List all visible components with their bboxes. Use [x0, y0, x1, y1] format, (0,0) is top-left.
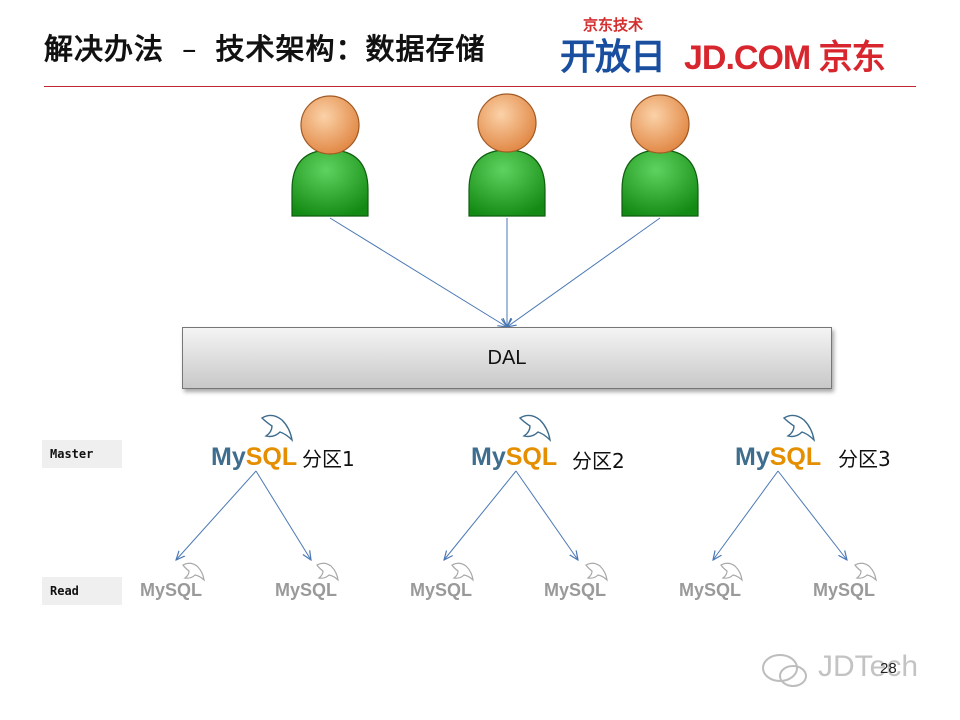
mysql-master-1: MySQL	[211, 443, 297, 472]
mysql-sql: SQL	[165, 580, 203, 600]
slide-title: 解决办法–技术架构：数据存储	[44, 26, 486, 68]
dal-label: DAL	[487, 346, 527, 369]
wechat-icon	[762, 654, 807, 687]
mysql-my: My	[410, 580, 436, 600]
dolphin-icon-read-5	[720, 562, 743, 582]
arrow-p3-read-left	[713, 470, 779, 560]
partition-label-2: 分区2	[572, 449, 625, 473]
dolphin-icon-master-2	[518, 414, 552, 443]
title-divider	[44, 86, 916, 87]
mysql-my: My	[140, 580, 166, 600]
arrow-p2-read-left	[444, 470, 517, 560]
mysql-my: My	[544, 580, 570, 600]
dolphin-icon-read-4	[585, 562, 608, 582]
title-right: 技术架构：数据存储	[215, 32, 486, 66]
title-dash: –	[182, 32, 198, 66]
mysql-my: My	[813, 580, 839, 600]
dal-box: DAL	[182, 327, 832, 389]
row-label-read: Read	[42, 577, 122, 605]
page-number: 28	[880, 660, 897, 677]
user-icon-2	[468, 93, 546, 217]
mysql-read-1: MySQL	[140, 580, 202, 601]
mysql-sql: SQL	[300, 580, 338, 600]
row-label-master: Master	[42, 440, 122, 468]
arrow-user3-dal	[507, 217, 661, 327]
mysql-master-3: MySQL	[735, 443, 821, 472]
arrow-p3-read-right	[777, 470, 847, 560]
dolphin-icon-master-1	[260, 414, 294, 443]
dolphin-icon-read-6	[854, 562, 877, 582]
brand-open-day-logo: 开放日	[560, 37, 666, 78]
jd-logo: JD.COM 京东	[684, 39, 886, 77]
mysql-my: My	[471, 443, 506, 471]
user-icon-3	[621, 94, 699, 217]
title-left: 解决办法	[44, 32, 165, 66]
mysql-my: My	[679, 580, 705, 600]
mysql-sql: SQL	[505, 443, 558, 471]
mysql-read-5: MySQL	[679, 580, 741, 601]
mysql-sql: SQL	[245, 443, 298, 471]
arrow-p2-read-right	[515, 470, 578, 560]
brand-tagline: 京东技术	[583, 16, 644, 34]
mysql-read-6: MySQL	[813, 580, 875, 601]
mysql-read-3: MySQL	[410, 580, 472, 601]
mysql-master-2: MySQL	[471, 443, 557, 472]
partition-label-3: 分区3	[838, 447, 891, 471]
mysql-read-4: MySQL	[544, 580, 606, 601]
partition-label-1: 分区1	[302, 447, 355, 471]
mysql-my: My	[275, 580, 301, 600]
dolphin-icon-master-3	[782, 414, 816, 443]
mysql-sql: SQL	[838, 580, 876, 600]
arrow-p1-read-left	[176, 470, 257, 560]
mysql-sql: SQL	[435, 580, 473, 600]
mysql-sql: SQL	[769, 443, 822, 471]
user-icon-1	[291, 95, 369, 217]
mysql-sql: SQL	[704, 580, 742, 600]
arrow-user1-dal	[329, 217, 507, 327]
mysql-my: My	[211, 443, 246, 471]
watermark-text: JDTech	[818, 650, 919, 683]
arrow-p1-read-right	[255, 470, 311, 560]
dolphin-icon-read-3	[451, 562, 474, 582]
mysql-my: My	[735, 443, 770, 471]
mysql-sql: SQL	[569, 580, 607, 600]
mysql-read-2: MySQL	[275, 580, 337, 601]
dolphin-icon-read-1	[182, 562, 205, 582]
dolphin-icon-read-2	[316, 562, 339, 582]
